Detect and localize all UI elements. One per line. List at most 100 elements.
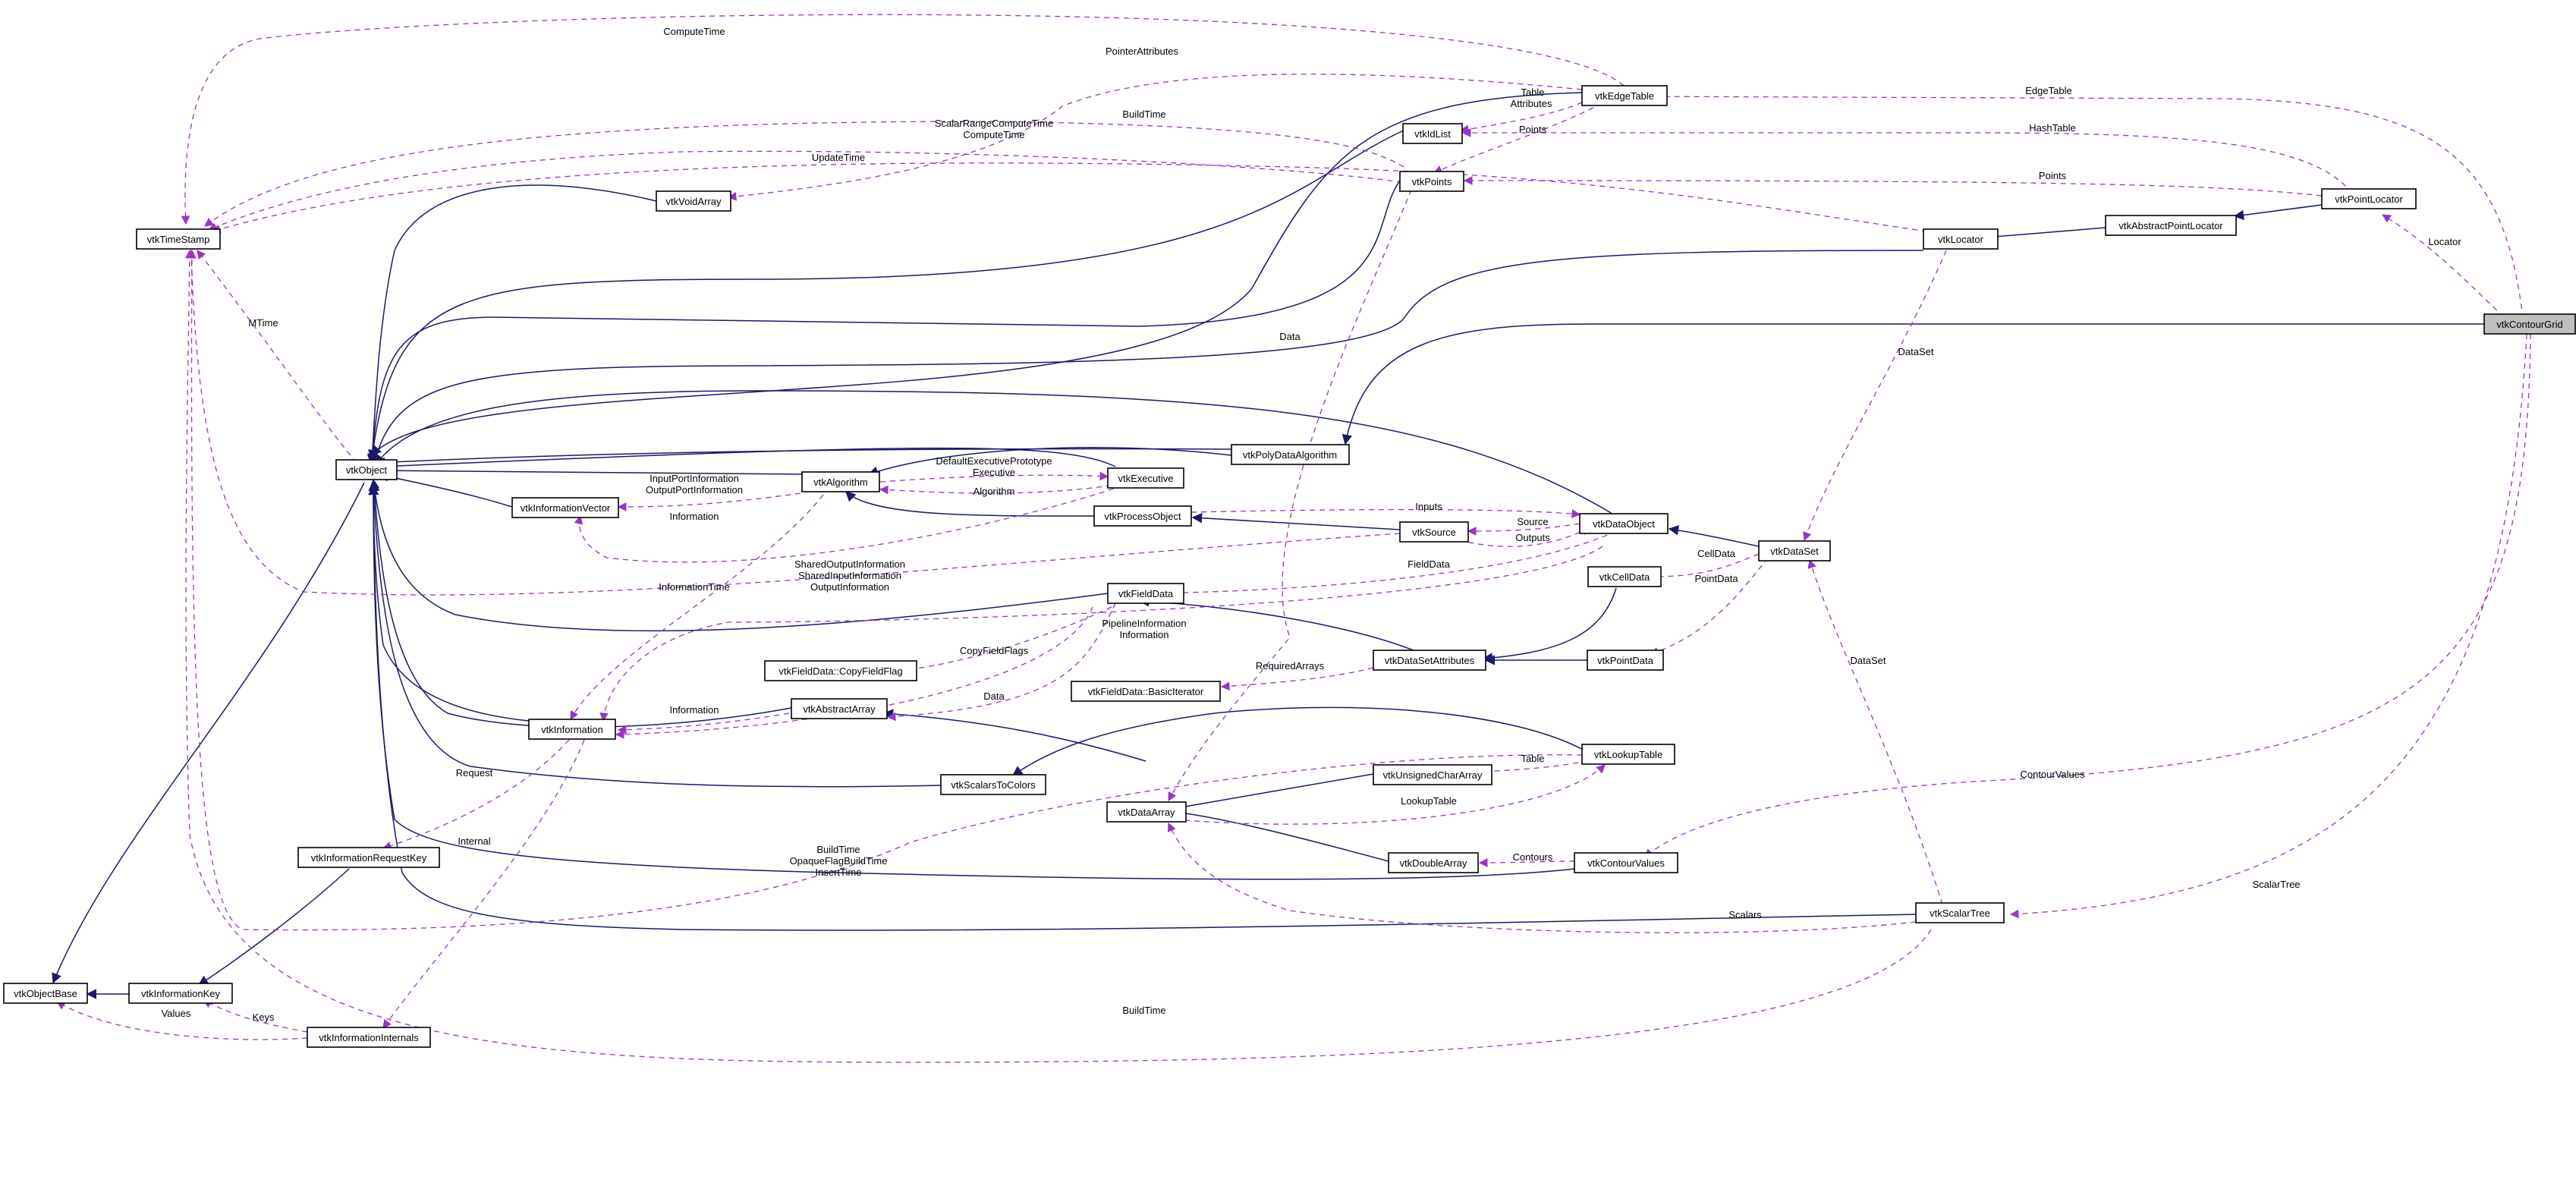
node-vtkLocator[interactable]: vtkLocator	[1923, 228, 1999, 250]
node-vtkLookupTable[interactable]: vtkLookupTable	[1581, 744, 1675, 765]
node-label: vtkInformationInternals	[319, 1032, 419, 1043]
node-vtkInformationKey[interactable]: vtkInformationKey	[128, 983, 233, 1004]
label-shared-output-information: SharedOutputInformation	[794, 558, 905, 570]
node-vtkInformationRequestKey[interactable]: vtkInformationRequestKey	[297, 847, 440, 868]
node-label: vtkCellData	[1599, 571, 1650, 583]
node-vtkObject[interactable]: vtkObject	[335, 459, 398, 480]
label-contours: Contours	[1513, 851, 1553, 863]
node-vtkFieldData[interactable]: vtkFieldData	[1107, 583, 1184, 604]
node-vtkCellData[interactable]: vtkCellData	[1587, 566, 1662, 587]
label-build-time-1: BuildTime	[1122, 109, 1165, 120]
node-vtkObjectBase[interactable]: vtkObjectBase	[3, 983, 88, 1004]
node-vtkContourGrid[interactable]: vtkContourGrid	[2483, 313, 2576, 335]
label-values: Values	[162, 1008, 191, 1019]
node-vtkVoidArray[interactable]: vtkVoidArray	[656, 190, 731, 212]
edge-table-lookup	[1463, 762, 1579, 777]
edge-scalartree	[2009, 333, 2527, 919]
edge-voidarray-object	[366, 184, 657, 466]
edge-labels: ComputeTime PointerAttributes EdgeTable …	[162, 26, 2462, 1023]
node-vtkDataObject[interactable]: vtkDataObject	[1579, 513, 1669, 534]
edge-executive-algorithm	[879, 471, 1109, 483]
node-vtkDataSetAttributes[interactable]: vtkDataSetAttributes	[1373, 650, 1486, 671]
edge-hashtable	[1461, 128, 2353, 194]
edge-data-abstractarray	[886, 602, 1116, 722]
label-default-executive-prototype: DefaultExecutivePrototype	[936, 455, 1052, 467]
label-attributes: Attributes	[1511, 98, 1552, 109]
node-vtkPointLocator[interactable]: vtkPointLocator	[2321, 188, 2417, 209]
node-label: vtkEdgeTable	[1595, 90, 1654, 102]
edge-scalarrange	[207, 150, 1403, 231]
node-vtkInformationInternals[interactable]: vtkInformationInternals	[307, 1027, 431, 1048]
edge-points-object	[367, 180, 1401, 464]
label-scalar-range-compute-time: ScalarRangeComputeTime	[935, 118, 1053, 129]
label-opaque-flag-build-time: OpaqueFlagBuildTime	[790, 855, 888, 867]
node-label: vtkDataSet	[1770, 546, 1819, 557]
node-vtkDataSet[interactable]: vtkDataSet	[1758, 540, 1831, 562]
node-label: vtkScalarsToColors	[951, 779, 1036, 791]
node-vtkEdgeTable[interactable]: vtkEdgeTable	[1581, 85, 1668, 106]
edge-values	[55, 1001, 308, 1040]
node-vtkAbstractPointLocator[interactable]: vtkAbstractPointLocator	[2105, 215, 2237, 236]
node-vtkExecutive[interactable]: vtkExecutive	[1107, 467, 1184, 489]
node-label: vtkDataArray	[1118, 807, 1175, 818]
edge-computetime	[181, 14, 1625, 225]
node-vtkPoints[interactable]: vtkPoints	[1399, 171, 1464, 192]
edge-pointdata	[1649, 557, 1769, 656]
edge-processobject-algorithm	[845, 491, 1097, 517]
edge-algorithm-object	[378, 465, 804, 476]
edge-information-abstractarray	[617, 713, 790, 735]
node-vtkSource[interactable]: vtkSource	[1399, 521, 1469, 543]
label-points-2: Points	[2039, 170, 2067, 181]
node-label: vtkAbstractArray	[803, 703, 876, 715]
edge-buildtime-scalartree	[185, 249, 1932, 1063]
label-compute-time: ComputeTime	[663, 26, 725, 37]
inheritance-edges	[52, 92, 2484, 999]
node-vtkIdList[interactable]: vtkIdList	[1402, 123, 1463, 144]
node-vtkTimeStamp[interactable]: vtkTimeStamp	[136, 228, 221, 250]
label-hash-table: HashTable	[2029, 122, 2075, 134]
edge-contourvalues	[1644, 333, 2531, 858]
node-vtkDoubleArray[interactable]: vtkDoubleArray	[1388, 852, 1479, 873]
node-vtkPointData[interactable]: vtkPointData	[1587, 650, 1664, 671]
label-copy-field-flags: CopyFieldFlags	[960, 645, 1029, 656]
node-vtkAbstractArray[interactable]: vtkAbstractArray	[791, 698, 888, 719]
node-vtkProcessObject[interactable]: vtkProcessObject	[1093, 505, 1192, 527]
node-vtkFieldData-BasicIterator[interactable]: vtkFieldData::BasicIterator	[1071, 681, 1221, 702]
edge-dataarray-abstractarray	[882, 709, 1146, 762]
edge-inputs	[1190, 508, 1581, 518]
node-label: vtkObjectBase	[14, 988, 77, 999]
label-internal: Internal	[458, 835, 490, 847]
node-label: vtkContourGrid	[2496, 319, 2562, 330]
label-information-2: Information	[1119, 629, 1168, 640]
node-vtkPolyDataAlgorithm[interactable]: vtkPolyDataAlgorithm	[1231, 444, 1350, 465]
node-label: vtkFieldData	[1118, 588, 1174, 599]
node-vtkScalarsToColors[interactable]: vtkScalarsToColors	[940, 774, 1046, 795]
node-vtkUnsignedCharArray[interactable]: vtkUnsignedCharArray	[1373, 764, 1492, 785]
label-cell-data: CellData	[1697, 548, 1736, 559]
edge-pointlocator-abstractpointlocator	[2233, 204, 2323, 221]
node-vtkContourValues[interactable]: vtkContourValues	[1574, 852, 1678, 873]
node-label: vtkUnsignedCharArray	[1383, 769, 1483, 781]
edge-locator-object	[370, 250, 1924, 468]
edge-dataset-scalartree	[1807, 558, 1943, 905]
edge-keys	[202, 999, 308, 1033]
edge-outputs	[1448, 527, 1591, 547]
node-vtkFieldData-CopyFieldFlag[interactable]: vtkFieldData::CopyFieldFlag	[764, 660, 917, 681]
node-vtkInformationVector[interactable]: vtkInformationVector	[511, 497, 619, 518]
edge-information-object	[368, 480, 530, 722]
node-vtkAlgorithm[interactable]: vtkAlgorithm	[801, 471, 880, 492]
edge-information-algorithm	[570, 494, 824, 721]
edge-infovector-object	[378, 471, 513, 508]
node-label: vtkDoubleArray	[1400, 857, 1467, 869]
edge-contourgrid-polydataalgorithm	[1341, 323, 2484, 445]
edge-data-points	[1168, 189, 1412, 802]
node-label: vtkIdList	[1414, 128, 1451, 140]
label-update-time: UpdateTime	[812, 152, 865, 163]
node-vtkDataArray[interactable]: vtkDataArray	[1106, 801, 1187, 823]
edge-table-attributes	[1459, 102, 1583, 134]
node-vtkScalarTree[interactable]: vtkScalarTree	[1915, 902, 2005, 923]
label-table-2: Table	[1521, 753, 1544, 764]
node-vtkInformation[interactable]: vtkInformation	[528, 719, 616, 740]
label-executive: Executive	[973, 467, 1015, 478]
label-information-3: Information	[669, 704, 719, 716]
